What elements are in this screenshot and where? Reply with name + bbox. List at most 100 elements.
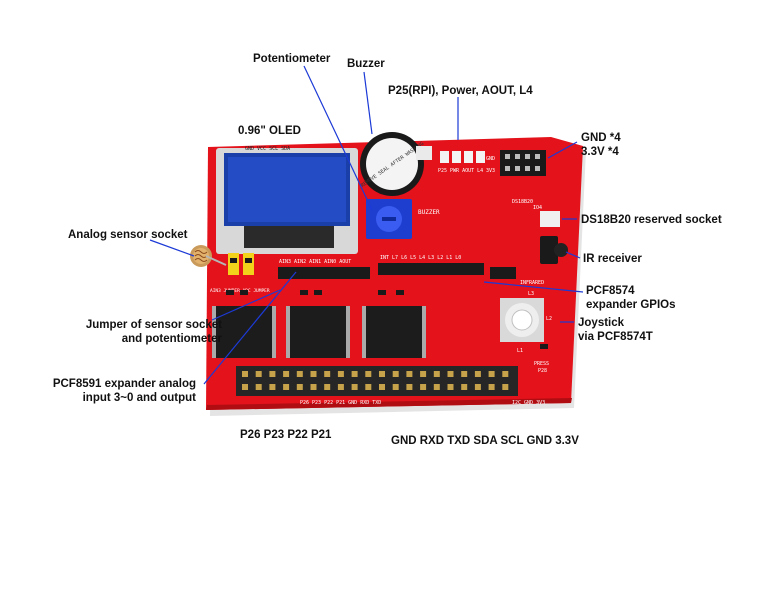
header-pin <box>406 371 413 377</box>
bottom-header-silk-right: I2C GND 3V3 <box>512 400 545 406</box>
power-header-pins <box>505 154 540 171</box>
header-pin <box>433 371 440 377</box>
header-pin <box>351 371 358 377</box>
header-pin <box>296 384 303 390</box>
header-pin <box>406 384 413 390</box>
oled-glass <box>228 157 346 222</box>
led-l4 <box>476 151 485 163</box>
joystick-l2-silk: L2 <box>546 316 552 322</box>
ds18b20-silk: DS18B20 <box>512 199 533 205</box>
pcb-edge <box>206 398 572 410</box>
label-gnd-3v3: GND *4 3.3V *4 <box>581 131 621 159</box>
photoresistor-trace <box>194 250 208 262</box>
header-pin <box>365 384 372 390</box>
header-pin <box>433 384 440 390</box>
header-pin <box>379 384 385 390</box>
led-p25 <box>440 151 449 163</box>
ds18b20-socket <box>540 211 560 227</box>
header-pin <box>420 371 427 377</box>
header-pin <box>392 371 399 377</box>
header-pin <box>242 384 248 390</box>
label-oled: 0.96" OLED <box>238 125 301 137</box>
label-bottom-left-pins: P26 P23 P22 P21 <box>240 429 332 441</box>
v3-silk: 3V3 <box>486 168 495 174</box>
header-pin <box>502 371 509 377</box>
header-pin <box>474 371 481 377</box>
ain-header <box>278 267 370 279</box>
header-pin <box>324 371 331 377</box>
gnd-silk: GND <box>486 156 495 162</box>
label-buzzer: Buzzer <box>347 58 385 70</box>
joystick-knob <box>511 309 533 331</box>
joystick-l1-silk: L1 <box>517 348 523 354</box>
ain-header-silk: AIN3 AIN2 AIN1 AIN0 AOUT <box>279 259 351 265</box>
led-pwr <box>452 151 461 163</box>
bottom-header-silk: P26 P23 P22 P21 GND RXD TXD <box>300 400 381 406</box>
header-pin <box>461 371 468 377</box>
header-pin <box>255 384 262 390</box>
label-potentiometer: Potentiometer <box>253 53 331 65</box>
label-gnd: GND *4 <box>581 132 621 144</box>
label-pcf8574-line1: PCF8574 <box>586 285 635 297</box>
label-joystick: Joystick via PCF8574T <box>578 316 653 344</box>
infrared-silk: INFRARED <box>520 280 544 286</box>
gpio-header-2 <box>490 267 516 279</box>
bottom-header-pins <box>242 371 509 390</box>
header-pin <box>488 371 495 377</box>
led-row-silk: P25 PWR AOUT L4 <box>438 168 483 174</box>
header-pin <box>269 384 276 390</box>
smd-led-l1 <box>540 344 548 349</box>
bottom-header <box>236 366 518 396</box>
label-jumper-line2: and potentiometer <box>121 333 222 345</box>
label-p25-power-aout-l4: P25(RPI), Power, AOUT, L4 <box>388 85 533 97</box>
leader-lines <box>149 65 584 385</box>
header-pin <box>242 371 248 377</box>
header-pin <box>310 371 317 377</box>
header-pin <box>283 371 290 377</box>
label-ir-receiver: IR receiver <box>583 253 642 265</box>
header-pin <box>502 384 509 390</box>
gpio-header-silk: INT L7 L6 L5 L4 L3 L2 L1 L0 <box>380 255 461 261</box>
potentiometer-slot <box>382 217 396 221</box>
buzzer-sticker <box>366 138 418 190</box>
buzzer-silk: BUZZER <box>418 209 440 216</box>
label-joystick-line1: Joystick <box>578 317 625 329</box>
label-jumper-line1: Jumper of sensor socket <box>85 319 222 331</box>
press-silk: PRESS <box>534 361 549 367</box>
header-pin <box>461 384 468 390</box>
label-pcf8591-line2: input 3~0 and output <box>82 392 196 404</box>
header-pin <box>255 371 262 377</box>
ic-3 <box>362 306 426 358</box>
label-pcf8574-line2: expander GPIOs <box>586 299 676 311</box>
led-aout <box>464 151 473 163</box>
header-pin <box>447 384 454 390</box>
header-pin <box>447 371 454 377</box>
label-3v3: 3.3V *4 <box>581 146 619 158</box>
label-pcf8574: PCF8574 expander GPIOs <box>586 284 675 312</box>
ic-2 <box>286 306 350 358</box>
label-jumper: Jumper of sensor socket and potentiomete… <box>58 318 222 346</box>
ir-receiver-dome <box>554 243 568 257</box>
power-header <box>500 150 546 176</box>
header-pin <box>269 371 276 377</box>
header-pin <box>392 384 399 390</box>
ds18b20-io-silk: IO4 <box>533 205 542 211</box>
label-pcf8591-line1: PCF8591 expander analog <box>52 378 196 390</box>
label-pcf8591: PCF8591 expander analog input 3~0 and ou… <box>44 377 196 405</box>
oled-ribbon <box>244 226 334 248</box>
ir-receiver-body <box>540 236 558 264</box>
joystick-l3-silk: L3 <box>528 291 534 297</box>
header-pin <box>379 371 385 377</box>
header-pin <box>474 384 481 390</box>
header-pin <box>337 384 344 390</box>
label-analog-sensor-socket: Analog sensor socket <box>68 229 188 241</box>
header-pin <box>365 371 372 377</box>
label-joystick-line2: via PCF8574T <box>578 331 653 343</box>
header-pin <box>488 384 495 390</box>
jumper-1 <box>228 253 239 275</box>
buzzer-tab <box>416 146 432 160</box>
header-pin <box>310 384 317 390</box>
label-bottom-right-pins: GND RXD TXD SDA SCL GND 3.3V <box>391 435 579 447</box>
